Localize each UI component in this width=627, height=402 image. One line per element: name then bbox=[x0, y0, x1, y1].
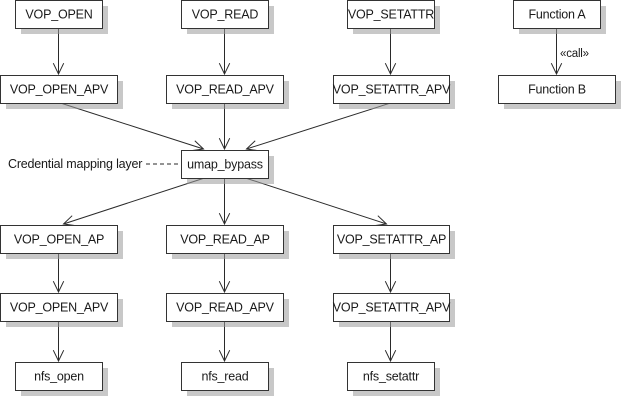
edge-vop-setattr-apv-top-to-umap-bypass bbox=[245, 102, 391, 152]
node-vop-setattr: VOP_SETATTR bbox=[347, 0, 440, 34]
edge-vop-read-apv-top-to-umap-bypass bbox=[218, 103, 231, 151]
arrowhead-icon bbox=[218, 349, 231, 363]
node-box bbox=[333, 225, 450, 254]
node-label: VOP_READ_AP bbox=[180, 233, 270, 247]
edge-line bbox=[63, 177, 205, 225]
node-label: Function B bbox=[528, 83, 586, 97]
edges-layer bbox=[52, 28, 563, 363]
node-box bbox=[181, 362, 269, 391]
credential-mapping-layer-label: Credential mapping layer bbox=[8, 157, 142, 171]
edge-vop-read-to-vop-read-apv-top bbox=[218, 28, 231, 76]
edge-vop-open-to-vop-open-apv-top bbox=[52, 28, 65, 76]
edge-line bbox=[60, 102, 204, 150]
labels-layer: Credential mapping layer «call» bbox=[8, 48, 589, 171]
edge-vop-open-apv-bottom-to-nfs-open bbox=[52, 321, 65, 363]
arrowhead-icon bbox=[550, 62, 563, 76]
edge-vop-setattr-ap-to-vop-setattr-apv-bottom bbox=[384, 253, 397, 294]
arrowhead-icon bbox=[384, 62, 397, 76]
node-vop-read-apv-bottom: VOP_READ_APV bbox=[166, 293, 289, 327]
arrowhead-icon bbox=[218, 62, 231, 76]
arrowhead-icon bbox=[384, 280, 397, 294]
node-label: VOP_READ_APV bbox=[176, 83, 275, 97]
edge-vop-read-apv-bottom-to-nfs-read bbox=[218, 321, 231, 363]
node-vop-read-apv-top: VOP_READ_APV bbox=[166, 75, 289, 109]
arrowhead-icon bbox=[384, 349, 397, 363]
node-box bbox=[347, 362, 435, 391]
edge-umap-bypass-to-vop-open-ap bbox=[62, 177, 205, 227]
node-box bbox=[166, 225, 284, 254]
node-box bbox=[347, 0, 435, 29]
node-box bbox=[15, 0, 103, 29]
node-label: VOP_SETATTR bbox=[348, 8, 434, 22]
node-box bbox=[166, 75, 284, 104]
call-stereotype-label: «call» bbox=[560, 48, 589, 60]
node-label: Function A bbox=[528, 8, 586, 22]
node-label: VOP_SETATTR_APV bbox=[333, 83, 451, 97]
edge-vop-setattr-to-vop-setattr-apv-top bbox=[384, 28, 397, 76]
node-box bbox=[513, 0, 601, 29]
edge-line bbox=[245, 177, 387, 225]
node-umap-bypass: umap_bypass bbox=[181, 150, 274, 184]
node-label: umap_bypass bbox=[187, 158, 263, 172]
node-nfs-open: nfs_open bbox=[15, 362, 108, 396]
node-box bbox=[0, 293, 118, 322]
node-box bbox=[0, 225, 118, 254]
nodes-layer: VOP_OPEN VOP_READ VOP_SETATTR Function A VOP… bbox=[0, 0, 621, 396]
arrowhead-icon bbox=[52, 280, 65, 294]
node-vop-read: VOP_READ bbox=[181, 0, 274, 34]
node-vop-setattr-apv-top: VOP_SETATTR_APV bbox=[333, 75, 455, 109]
node-label: VOP_OPEN_AP bbox=[14, 233, 104, 247]
edge-vop-read-ap-to-vop-read-apv-bottom bbox=[218, 253, 231, 294]
node-label: VOP_SETATTR_AP bbox=[337, 233, 446, 247]
node-vop-open-ap: VOP_OPEN_AP bbox=[0, 225, 123, 259]
arrowhead-icon bbox=[218, 212, 231, 226]
edge-vop-open-ap-to-vop-open-apv-bottom bbox=[52, 253, 65, 294]
node-label: nfs_setattr bbox=[363, 370, 419, 384]
arrowhead-icon bbox=[218, 137, 231, 151]
node-nfs-setattr: nfs_setattr bbox=[347, 362, 440, 396]
node-label: VOP_SETATTR_APV bbox=[333, 301, 451, 315]
node-vop-open: VOP_OPEN bbox=[15, 0, 108, 34]
node-nfs-read: nfs_read bbox=[181, 362, 274, 396]
node-label: VOP_READ bbox=[192, 8, 259, 22]
arrowhead-icon bbox=[52, 349, 65, 363]
node-box bbox=[0, 75, 118, 104]
edge-vop-open-apv-top-to-umap-bypass bbox=[60, 102, 205, 152]
node-label: VOP_OPEN_APV bbox=[10, 301, 109, 315]
node-vop-open-apv-bottom: VOP_OPEN_APV bbox=[0, 293, 123, 327]
node-vop-read-ap: VOP_READ_AP bbox=[166, 225, 289, 259]
node-box bbox=[333, 75, 450, 104]
node-box bbox=[498, 75, 616, 104]
node-box bbox=[333, 293, 450, 322]
node-label: nfs_open bbox=[34, 370, 84, 384]
node-function-b: Function B bbox=[498, 75, 621, 109]
edge-umap-bypass-to-vop-setattr-ap bbox=[245, 177, 388, 227]
arrowhead-icon bbox=[218, 280, 231, 294]
edge-vop-setattr-apv-bottom-to-nfs-setattr bbox=[384, 321, 397, 363]
node-vop-setattr-ap: VOP_SETATTR_AP bbox=[333, 225, 455, 259]
node-label: VOP_OPEN_APV bbox=[10, 83, 109, 97]
arrowhead-icon bbox=[52, 62, 65, 76]
node-label: VOP_OPEN bbox=[25, 8, 92, 22]
edge-umap-bypass-to-vop-read-ap bbox=[218, 178, 231, 226]
node-box bbox=[181, 0, 269, 29]
node-vop-open-apv-top: VOP_OPEN_APV bbox=[0, 75, 123, 109]
node-function-a: Function A bbox=[513, 0, 606, 34]
edge-function-a-to-function-b bbox=[550, 28, 563, 76]
edge-line bbox=[246, 102, 391, 150]
node-box bbox=[166, 293, 284, 322]
node-label: nfs_read bbox=[201, 370, 248, 384]
node-vop-setattr-apv-bottom: VOP_SETATTR_APV bbox=[333, 293, 455, 327]
node-box bbox=[15, 362, 103, 391]
node-label: VOP_READ_APV bbox=[176, 301, 275, 315]
node-box bbox=[181, 150, 269, 179]
